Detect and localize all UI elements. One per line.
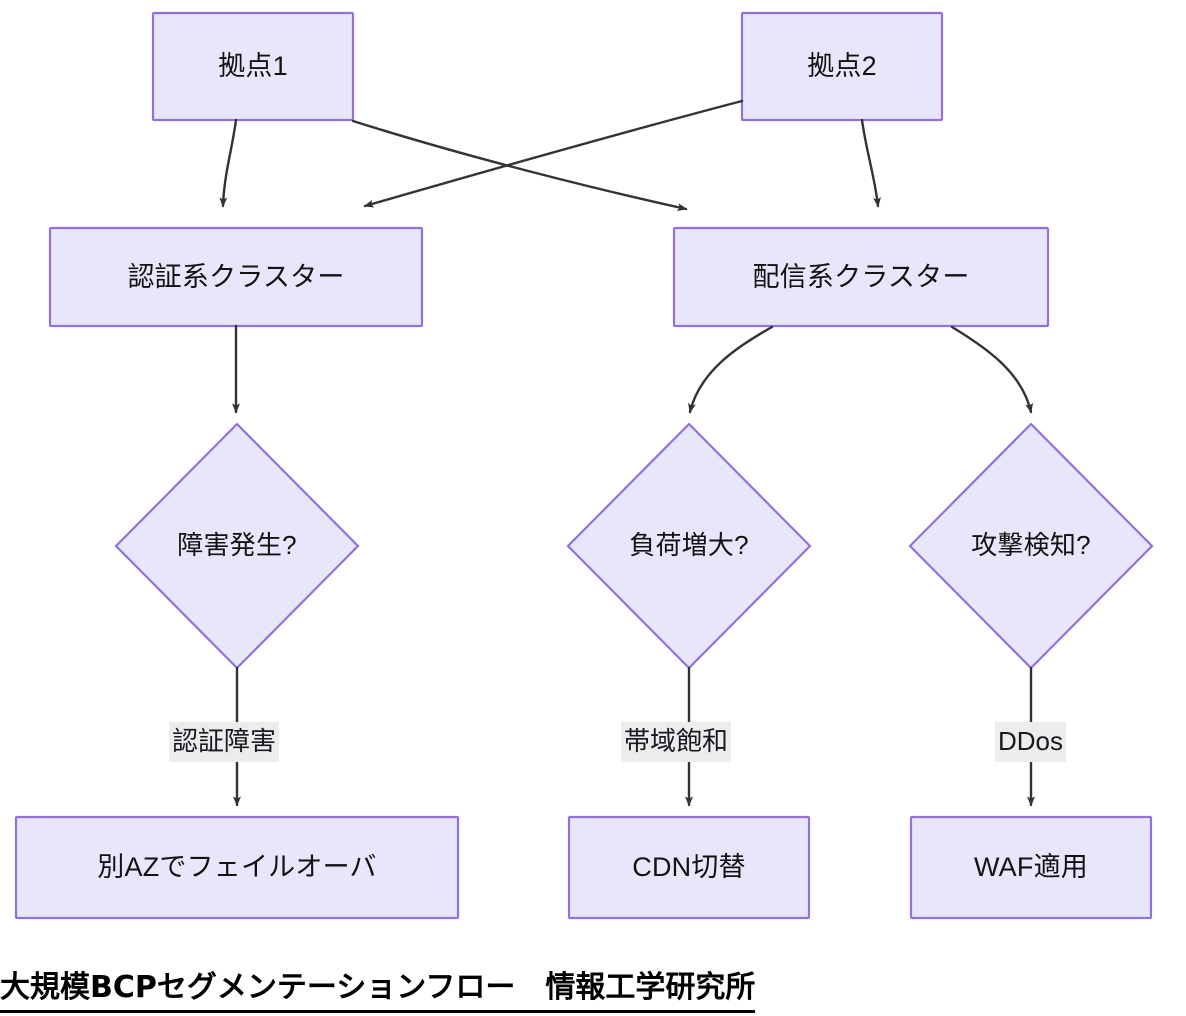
edge-site2-to-auth [363, 99, 744, 208]
edge-label-ddos: DDos [995, 722, 1067, 762]
edge-label-bandwidth: 帯域飽和 [621, 722, 732, 762]
node-fault-decision[interactable] [114, 422, 360, 670]
node-load-decision[interactable] [566, 422, 812, 670]
node-cdn[interactable] [567, 815, 811, 920]
diagram-caption-text: 大規模BCPセグメンテーションフロー 情報工学研究所 [0, 962, 756, 1013]
edge-label-auth-fault: 認証障害 [169, 722, 280, 762]
node-auth-cluster[interactable] [48, 226, 424, 328]
node-delivery-cluster[interactable] [672, 226, 1050, 328]
node-waf[interactable] [909, 815, 1153, 920]
edge-site2-to-delivery [860, 118, 882, 208]
node-attack-decision[interactable] [908, 422, 1154, 670]
edge-delivery-to-load [688, 325, 774, 414]
edge-site1-to-delivery [351, 119, 688, 212]
node-failover[interactable] [14, 815, 460, 920]
diagram-caption: 大規模BCPセグメンテーションフロー 情報工学研究所 [0, 962, 1186, 1013]
node-site2[interactable] [740, 11, 944, 122]
edge-site1-to-auth [219, 118, 238, 208]
edge-delivery-to-attack [950, 325, 1034, 414]
node-site1[interactable] [151, 11, 355, 122]
